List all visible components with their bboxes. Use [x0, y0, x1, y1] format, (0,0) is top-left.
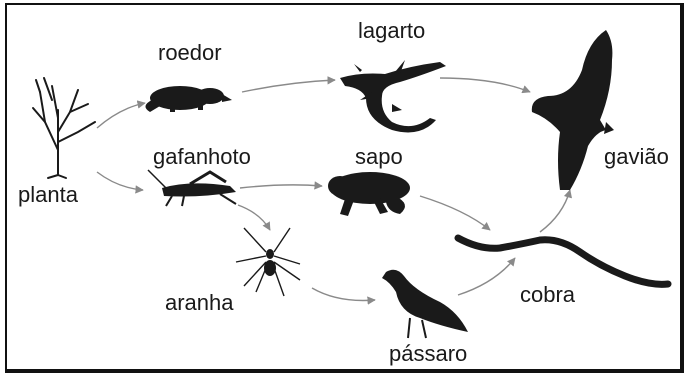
hawk-icon	[532, 30, 614, 190]
label-aranha: aranha	[165, 292, 234, 314]
arrow-planta-gafanhoto	[97, 172, 143, 190]
plant-icon	[33, 78, 95, 178]
snake-icon	[458, 238, 668, 284]
arrow-passaro-cobra	[458, 258, 515, 295]
arrow-sapo-cobra	[420, 196, 490, 230]
label-sapo: sapo	[355, 146, 403, 168]
grasshopper-icon	[148, 170, 236, 206]
rodent-icon	[145, 86, 232, 112]
arrow-aranha-passaro	[312, 288, 375, 301]
bird-icon	[382, 270, 468, 338]
label-passaro: pássaro	[389, 343, 467, 365]
arrow-planta-roedor	[97, 103, 145, 128]
label-lagarto: lagarto	[358, 20, 425, 42]
arrow-lagarto-gaviao	[440, 78, 530, 92]
frog-icon	[328, 172, 410, 216]
label-gafanhoto: gafanhoto	[153, 146, 251, 168]
arrow-gafanhoto-sapo	[240, 185, 322, 188]
arrow-cobra-gaviao	[540, 190, 570, 232]
arrow-gafanhoto-aranha	[238, 205, 270, 230]
arrow-roedor-lagarto	[242, 80, 335, 92]
label-cobra: cobra	[520, 284, 575, 306]
label-planta: planta	[18, 184, 78, 206]
label-gaviao: gavião	[604, 146, 669, 168]
lizard-icon	[340, 60, 446, 132]
spider-icon	[236, 228, 300, 296]
label-roedor: roedor	[158, 42, 222, 64]
